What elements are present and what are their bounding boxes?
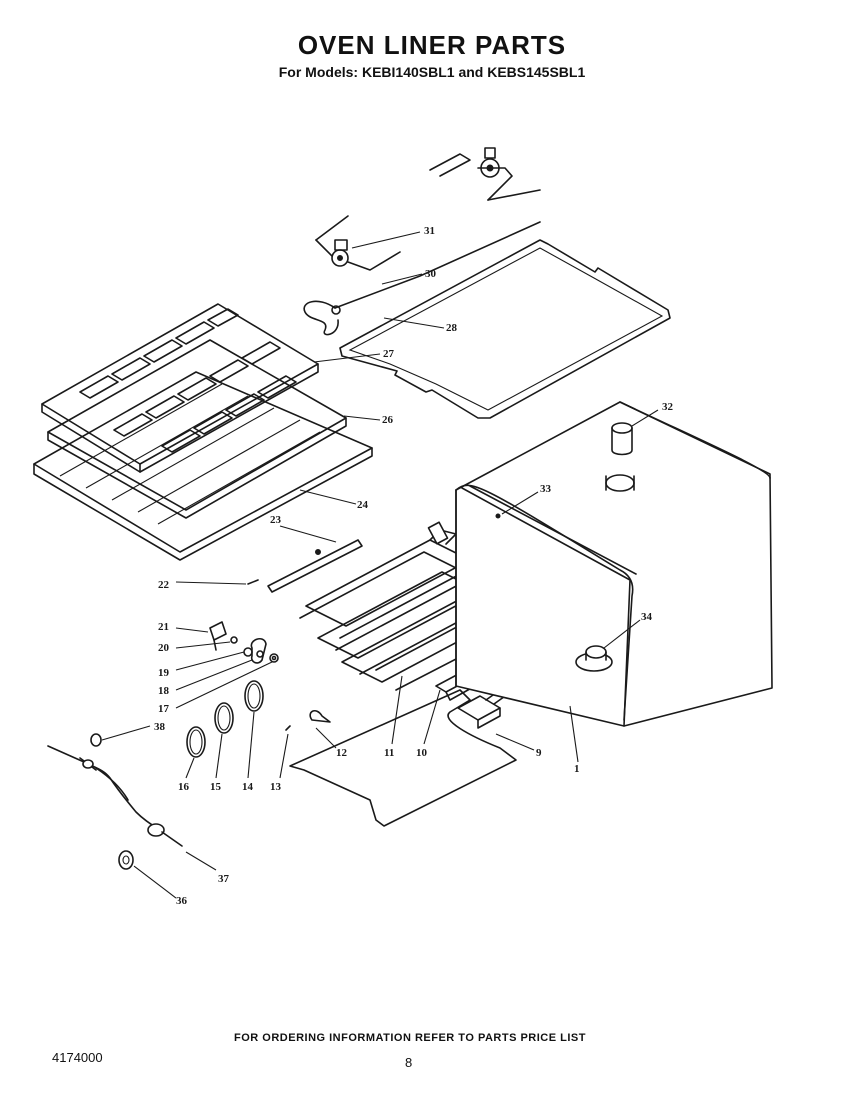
broil-element — [429, 147, 541, 201]
callout-31: 31 — [424, 225, 435, 237]
callout-10: 10 — [416, 747, 428, 759]
part-30-rod — [303, 221, 541, 336]
callout-19: 19 — [158, 667, 170, 679]
part-12-lower-element — [289, 689, 517, 827]
part-23-strip — [267, 539, 363, 593]
part-19-washer — [243, 647, 253, 657]
callout-17: 17 — [158, 703, 170, 715]
part-13-clip — [285, 725, 291, 731]
part-16-ring — [186, 726, 206, 758]
callout-38: 38 — [154, 721, 166, 733]
callout-numbers: 31 30 28 27 26 24 23 22 21 20 19 18 17 3… — [154, 225, 674, 907]
part-24-rack — [33, 371, 373, 561]
page-number: 8 — [405, 1055, 413, 1070]
part-38-grommet — [90, 733, 102, 747]
callout-12: 12 — [336, 747, 348, 759]
document-number: 4174000 — [52, 1050, 103, 1065]
part-14-ring — [244, 680, 264, 712]
callout-9: 9 — [536, 747, 542, 759]
callout-30: 30 — [425, 268, 437, 280]
part-15-ring — [214, 702, 234, 734]
ordering-note: FOR ORDERING INFORMATION REFER TO PARTS … — [234, 1032, 586, 1044]
page-subtitle: For Models: KEBI140SBL1 and KEBS145SBL1 — [278, 64, 586, 80]
callout-28: 28 — [446, 322, 458, 334]
callout-27: 27 — [383, 348, 395, 360]
callout-22: 22 — [158, 579, 170, 591]
part-28-gasket — [339, 239, 671, 419]
part-34-light-socket — [575, 645, 613, 672]
part-32-plug — [611, 422, 633, 456]
part-31-element-bracket — [315, 215, 401, 271]
leader-lines — [101, 231, 659, 899]
part-33-screw — [495, 513, 501, 519]
part-21-hinge-pin — [209, 621, 227, 651]
callout-33: 33 — [540, 483, 552, 495]
part-27-panel — [41, 303, 319, 473]
callout-11: 11 — [384, 747, 394, 759]
page-title: OVEN LINER PARTS — [297, 30, 567, 60]
callout-20: 20 — [158, 642, 170, 654]
callout-37: 37 — [218, 873, 230, 885]
callout-34: 34 — [641, 611, 653, 623]
callout-1: 1 — [574, 763, 580, 775]
callout-32: 32 — [662, 401, 674, 413]
callout-36: 36 — [176, 895, 188, 907]
callout-24: 24 — [357, 499, 369, 511]
part-18-bracket — [250, 637, 267, 664]
part-20-nut — [230, 636, 238, 644]
callout-15: 15 — [210, 781, 222, 793]
callout-14: 14 — [242, 781, 254, 793]
callout-23: 23 — [270, 514, 282, 526]
callout-18: 18 — [158, 685, 170, 697]
part-36-grommet — [118, 850, 134, 870]
part-37-temperature-sensor — [47, 745, 183, 847]
callout-13: 13 — [270, 781, 282, 793]
part-22-screw — [247, 579, 259, 585]
part-17-nut — [269, 653, 279, 663]
callout-21: 21 — [158, 621, 169, 633]
callout-16: 16 — [178, 781, 190, 793]
callout-26: 26 — [382, 414, 394, 426]
part-1-oven-liner — [455, 401, 773, 727]
